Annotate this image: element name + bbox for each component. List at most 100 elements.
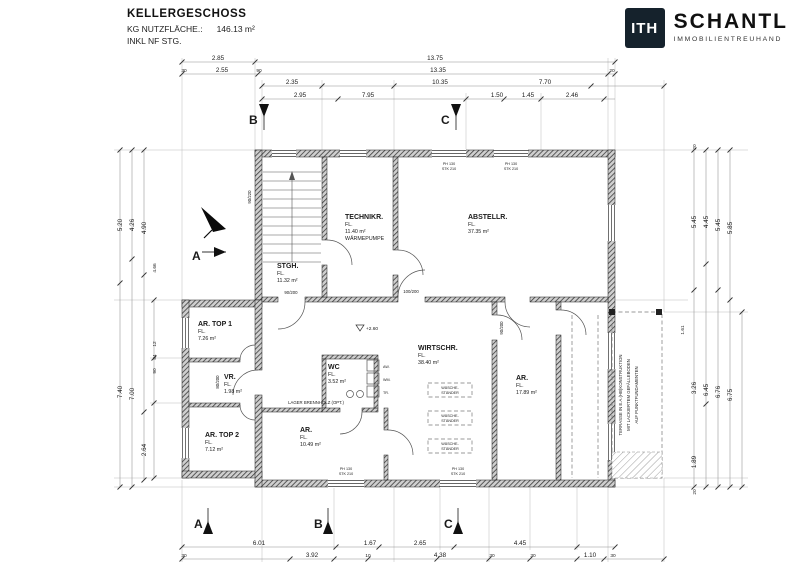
dim-label: 1.50	[491, 92, 504, 99]
stair-direction-arrow	[289, 171, 295, 180]
section-marker-bottom-b: B	[314, 517, 323, 531]
dim-label: 6.76	[715, 385, 722, 398]
window-tag: STK 210	[504, 167, 518, 171]
window-tag: STK 210	[339, 472, 353, 476]
appliance-label: AW.	[383, 365, 390, 369]
dim-label: 10	[365, 553, 371, 559]
room-area: 38.40 m²	[418, 360, 439, 366]
terrace-note: AUF PUNKTFUNDAMENTEN	[634, 366, 639, 423]
firewood-note: LAGER BRENNHOLZ (OPT.)	[288, 400, 344, 405]
room-fl: FL.	[205, 440, 213, 446]
room-name: ABSTELLR.	[468, 214, 507, 221]
fixtures	[346, 359, 473, 454]
dim-label: 2.35	[286, 79, 299, 86]
staircase	[263, 171, 321, 263]
dims-right: 20 5.45 4.45 5.45 5.85 1.61 3.26 6.45 6.…	[680, 144, 734, 495]
terrace-stair	[611, 451, 663, 479]
dim-label: 1.45	[522, 92, 535, 99]
section-marker-top-c: C	[441, 113, 450, 127]
laundry-rack	[427, 438, 473, 454]
room-fl: FL.	[516, 383, 524, 389]
dimension-ticks	[117, 59, 745, 562]
laundry-label: STÄNDER	[441, 447, 459, 451]
note-line: INKL NF STG.	[127, 36, 182, 46]
dim-label: 3.92	[306, 552, 319, 559]
dim-label: 6.01	[253, 540, 266, 547]
room-note: WÄRMEPUMPE	[345, 235, 385, 242]
dims-left: 5.20 4.26 4.90 4.66 7.40 7.00 2.64 12 84…	[117, 218, 158, 456]
terrace-note: TERRASSE IN E.A.(HB)KONSTRUKTION	[618, 355, 623, 436]
room-fl: FL.	[328, 372, 336, 378]
dims-top: 2.85 13.75 30 2.55 90 13.35 20 2.35 10.3…	[181, 55, 615, 99]
annotations: +2.60 TERRASSE IN E.A.(HB)KONSTRUKTION M…	[215, 162, 639, 476]
terrace-post	[609, 309, 615, 315]
room-name: AR. TOP 1	[198, 321, 232, 328]
dimension-lines	[119, 61, 743, 560]
room-area: 10.49 m²	[300, 442, 321, 448]
dim-label: 1.67	[364, 540, 377, 547]
logo-tagline: IMMOBILIENTREUHAND	[673, 36, 783, 43]
dim-label: 4.90	[141, 221, 148, 234]
dim-label: 12	[152, 341, 158, 347]
dim-label: 4.26	[129, 218, 136, 231]
logo-text: SCHANTL IMMOBILIENTREUHAND	[674, 8, 788, 43]
wc-fixture	[346, 390, 354, 398]
laundry-label: WÄSCHE-	[441, 414, 459, 418]
room-area: 7.26 m²	[198, 336, 216, 342]
dim-label: 1.10	[584, 552, 597, 559]
dim-label: 1.61	[680, 325, 686, 335]
room-name: STGH.	[277, 263, 298, 270]
windows	[181, 149, 616, 488]
window-tag: PH 130	[443, 162, 455, 166]
dim-label: 7.95	[362, 92, 375, 99]
terrace-note: MIT LACKIERTEM GEFÄLLEBODEN	[626, 359, 631, 431]
room-area: 11.40 m²	[345, 229, 366, 235]
dim-label: 4.66	[152, 263, 158, 273]
dim-label: 3.26	[691, 381, 698, 394]
dim-label: 2.64	[141, 443, 148, 456]
section-marker-bottom-a: A	[194, 517, 203, 531]
dim-label: 13.75	[427, 55, 443, 62]
appliance-box	[366, 372, 380, 385]
level-marker-icon	[355, 324, 365, 332]
area-line: KG NUTZFLÄCHE.: 146.13 m²	[127, 24, 255, 34]
wc-fixture	[356, 390, 364, 398]
window-tag: STK 210	[451, 472, 465, 476]
appliance-box	[366, 359, 380, 372]
page-title: KELLERGESCHOSS	[127, 8, 247, 20]
room-name: VR.	[224, 374, 236, 381]
laundry-label: WÄSCHE-	[441, 442, 459, 446]
room-area: 11.32 m²	[277, 278, 298, 284]
room-fl: FL.	[345, 222, 353, 228]
section-marker-left-a: A	[192, 249, 201, 263]
logo-mark-icon: ITH	[624, 8, 665, 48]
room-name: WC	[328, 364, 340, 371]
dim-label: 20	[692, 144, 698, 150]
dim-label: 90	[256, 68, 262, 74]
dim-label: 2.85	[212, 55, 225, 62]
area-label: KG NUTZFLÄCHE.:	[127, 24, 203, 34]
north-arrow-icon	[201, 207, 226, 232]
section-marker-bottom-c: C	[444, 517, 453, 531]
dim-label: 5.20	[117, 218, 124, 231]
room-fl: FL.	[418, 353, 426, 359]
door-tag: 90/220	[247, 190, 252, 204]
interior-walls	[188, 156, 609, 481]
dim-label: 84	[152, 354, 158, 360]
room-fl: FL.	[224, 382, 232, 388]
room-name: AR.	[516, 375, 528, 382]
dim-label: 5.45	[691, 215, 698, 228]
dim-label: 13.35	[430, 67, 446, 74]
appliance-label: TR.	[383, 391, 389, 395]
dim-label: 2.46	[566, 92, 579, 99]
dim-label: 2.95	[294, 92, 307, 99]
room-area: 37.35 m²	[468, 229, 489, 235]
section-marker-top-b: B	[249, 113, 258, 127]
dim-label: 6.75	[727, 388, 734, 401]
doors	[232, 239, 587, 456]
level-label: +2.60	[366, 326, 378, 332]
room-fl: FL.	[300, 435, 308, 441]
room-fl: FL.	[277, 271, 285, 277]
terrace	[571, 309, 663, 479]
